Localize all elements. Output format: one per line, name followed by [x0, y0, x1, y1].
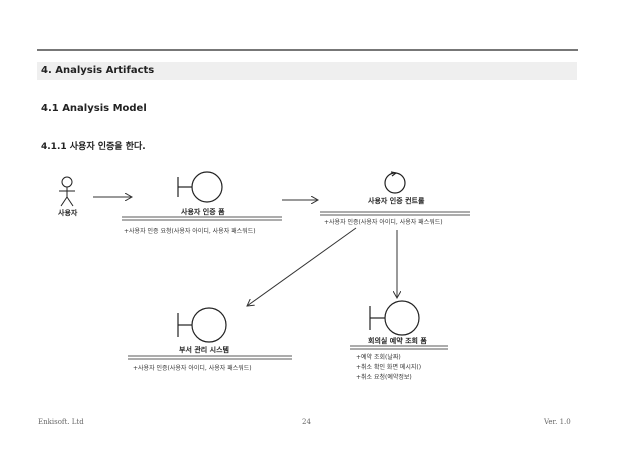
subsubsection-title: 4.1.1 사용자 인증을 한다. [41, 142, 146, 152]
boundary-meeting-room-form-icon [369, 300, 420, 336]
boundary-auth-form-name: 사용자 인증 폼 [181, 208, 225, 216]
top-rule [37, 49, 578, 51]
control-auth-box [320, 211, 470, 216]
subsection-title: 4.1 Analysis Model [41, 103, 147, 114]
boundary-meeting-room-form-name: 회의실 예약 조회 폼 [368, 337, 427, 345]
control-auth-icon [384, 171, 406, 194]
actor-icon [59, 176, 75, 207]
boundary-dept-system-icon [177, 307, 227, 343]
boundary-dept-system-box [128, 355, 292, 360]
arrow-control-to-dept-system [247, 227, 357, 306]
meeting-form-operation-1: +예약 조회(날짜) [356, 354, 401, 361]
control-auth-name: 사용자 인증 컨트롤 [368, 197, 425, 205]
actor-label: 사용자 [58, 209, 78, 217]
boundary-auth-form-icon [177, 171, 223, 203]
boundary-auth-form-box [122, 216, 282, 221]
footer-company: Enkisoft. Ltd [38, 418, 84, 426]
boundary-meeting-room-form-box [350, 345, 448, 350]
meeting-form-operation-2: +취소 확인 화면 메시지() [356, 364, 422, 371]
boundary-dept-system-operation: +사용자 인증(사용자 아이디, 사용자 패스워드) [133, 365, 252, 372]
footer-version: Ver. 1.0 [544, 418, 571, 426]
boundary-dept-system-name: 부서 관리 시스템 [179, 346, 229, 354]
meeting-form-operation-3: +취소 요청(예약정보) [356, 374, 412, 381]
control-auth-operation: +사용자 인증(사용자 아이디, 사용자 패스워드) [324, 219, 443, 226]
footer-page-number: 24 [302, 418, 311, 426]
section-title: 4. Analysis Artifacts [37, 62, 577, 80]
boundary-auth-form-operation: +사용자 인증 요청(사용자 아이디, 사용자 패스워드) [124, 228, 256, 235]
